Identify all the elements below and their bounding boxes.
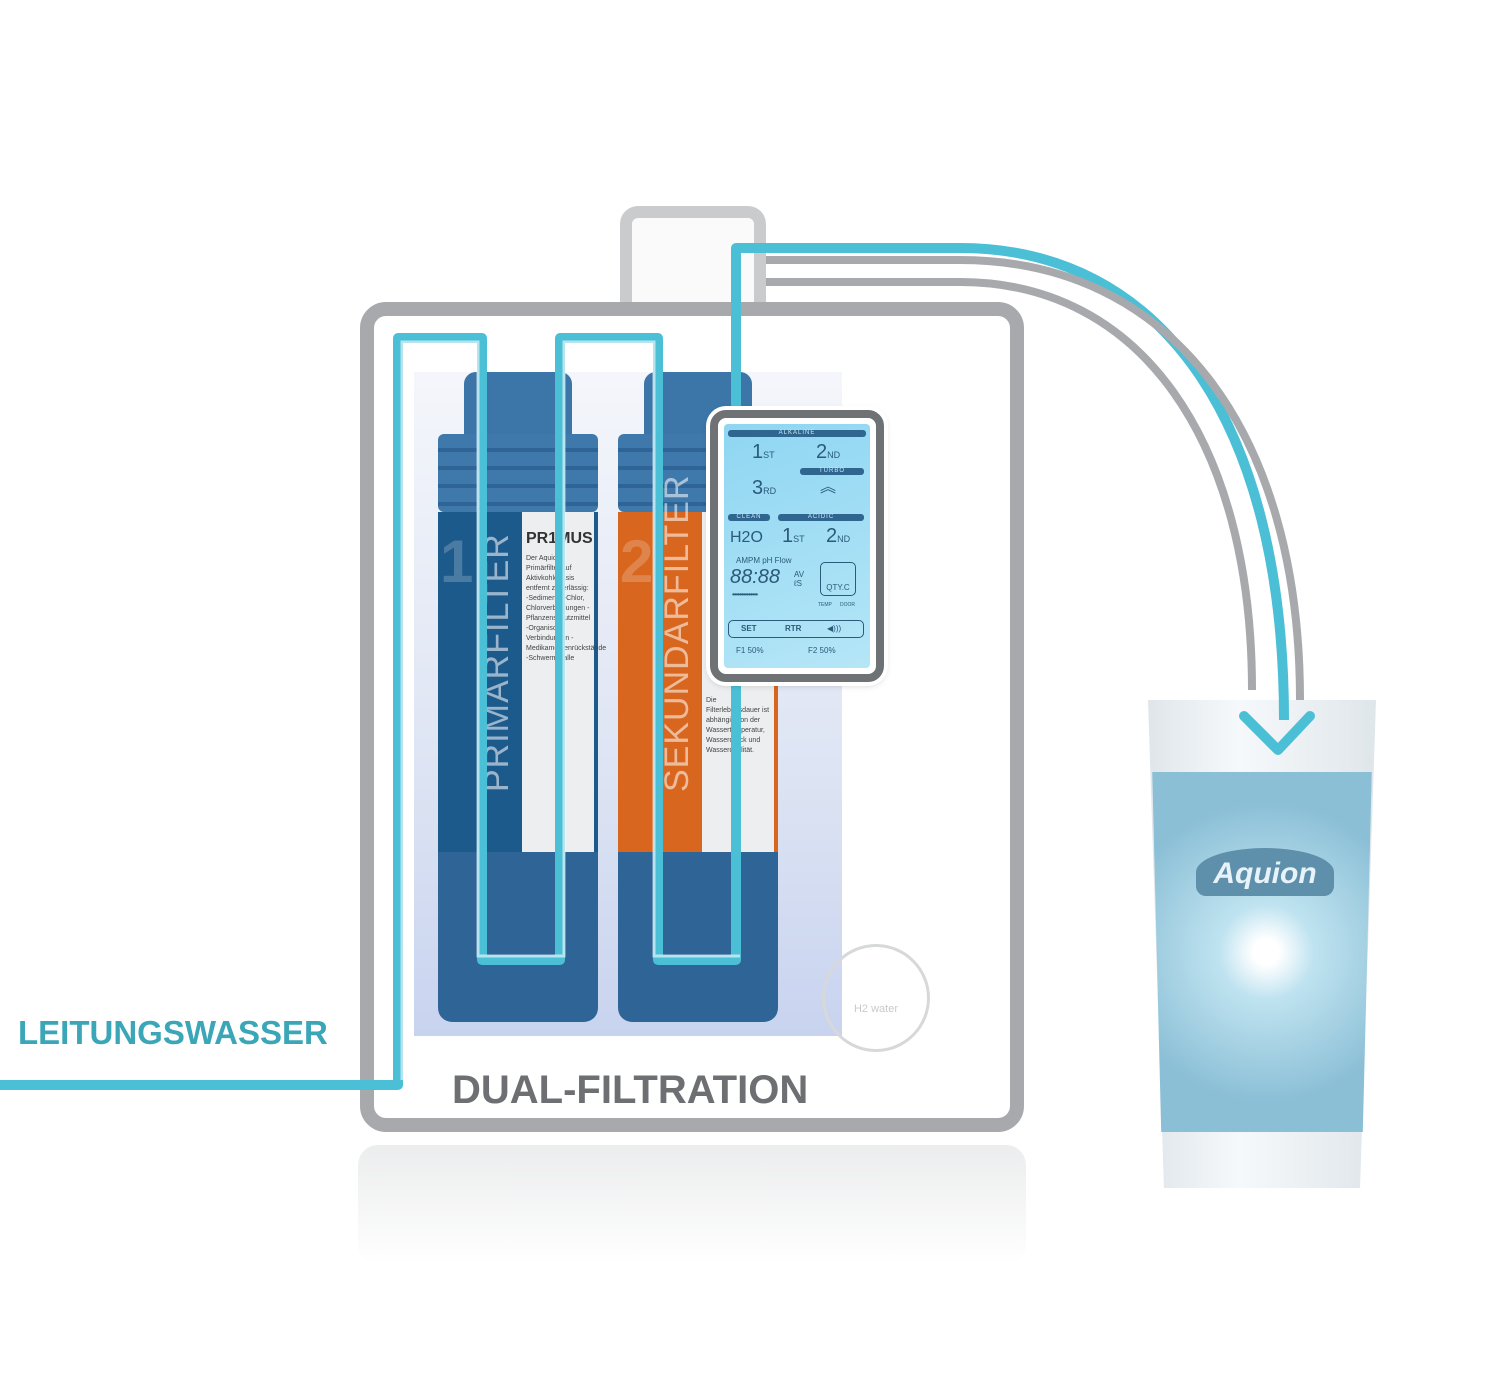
control-display: ALKALINE 1ST 2ND 3RD TURBO ︽ CLEAN ACIDI… bbox=[710, 410, 884, 682]
turbo-bar[interactable]: TURBO bbox=[800, 468, 864, 475]
machine-reflection bbox=[358, 1145, 1026, 1265]
qty-indicator: QTY.C bbox=[820, 562, 856, 596]
alkaline-1st[interactable]: 1ST bbox=[752, 441, 775, 463]
set-button[interactable]: SET bbox=[741, 624, 757, 633]
digit-readout: 88:88 bbox=[730, 566, 781, 588]
flow-line-inner bbox=[400, 340, 740, 1080]
acidic-2nd[interactable]: 2ND bbox=[826, 525, 851, 547]
h2-water-button[interactable]: H2 water bbox=[822, 944, 930, 1052]
progress-dots: •••••••••••••• bbox=[732, 590, 758, 599]
units: AV ℓS bbox=[794, 570, 805, 588]
filter2-life: F2 50% bbox=[808, 646, 836, 655]
acidic-1st[interactable]: 1ST bbox=[782, 525, 805, 547]
turbo-icon: ︽ bbox=[820, 479, 837, 496]
clean-h2o[interactable]: H2O bbox=[730, 529, 763, 546]
clean-bar: CLEAN bbox=[728, 514, 770, 521]
door-label: DOOR bbox=[840, 602, 855, 608]
aquion-logo: Aquion bbox=[1196, 848, 1334, 896]
filter-number: 1 bbox=[440, 528, 474, 595]
filter1-life: F1 50% bbox=[736, 646, 764, 655]
tap-water-label: LEITUNGSWASSER bbox=[18, 1014, 328, 1051]
button-row: SET RTR ◀))) bbox=[728, 620, 864, 638]
acidic-bar: ACIDIC bbox=[778, 514, 864, 521]
sound-icon[interactable]: ◀))) bbox=[827, 624, 842, 633]
alkaline-2nd[interactable]: 2ND bbox=[816, 441, 841, 463]
filter-number: 2 bbox=[620, 528, 654, 595]
glass-water bbox=[1152, 772, 1372, 1132]
water-tank bbox=[620, 206, 766, 316]
flow-line bbox=[0, 243, 1289, 1090]
dual-filtration-label: DUAL-FILTRATION bbox=[452, 1068, 809, 1112]
inner-tube bbox=[766, 278, 1256, 691]
status-row: AMPM pH Flow bbox=[736, 556, 792, 565]
alkaline-3rd[interactable]: 3RD bbox=[752, 477, 777, 499]
alkaline-bar: ALKALINE bbox=[728, 430, 866, 437]
temp-label: TEMP bbox=[818, 602, 832, 608]
arrow-head-icon bbox=[1239, 711, 1315, 755]
rtr-button[interactable]: RTR bbox=[785, 624, 802, 633]
outer-tube bbox=[766, 256, 1304, 701]
